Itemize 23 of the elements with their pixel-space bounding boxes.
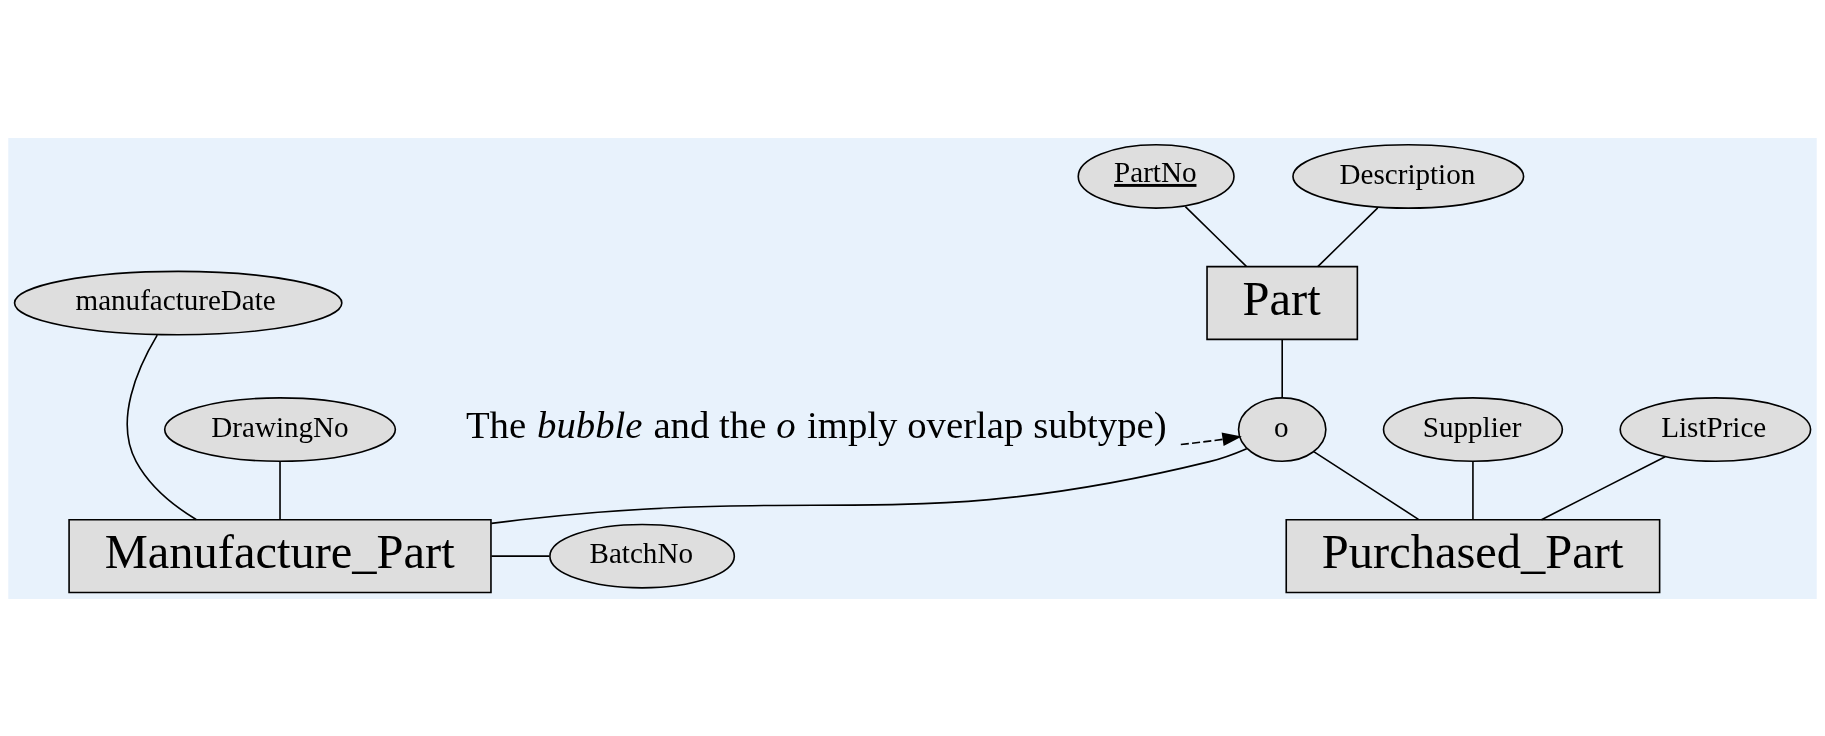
connector (279, 460, 281, 520)
node-ellipse: Description (1292, 143, 1525, 209)
connector (1281, 338, 1283, 398)
node-box: Part (1206, 265, 1359, 340)
connector (126, 333, 197, 520)
node-ellipse: o (1237, 396, 1327, 462)
connector (1472, 460, 1474, 520)
node-ellipse: BatchNo (549, 523, 736, 589)
node-box: Manufacture_Part (68, 518, 492, 593)
node-ellipse: DrawingNo (163, 396, 397, 462)
connector (1313, 450, 1420, 520)
connector (1540, 455, 1666, 520)
connector (1317, 206, 1379, 267)
node-box: Purchased_Part (1285, 518, 1661, 593)
connector (490, 447, 1248, 524)
connector (490, 554, 550, 557)
node-ellipse: ListPrice (1619, 396, 1812, 462)
node-ellipse: PartNo (1077, 143, 1235, 209)
arrow (1180, 432, 1242, 446)
node-text: The bubble and the o imply overlap subtype) (465, 402, 1167, 446)
node-ellipse: manufactureDate (13, 270, 343, 336)
node-ellipse: Supplier (1382, 396, 1564, 462)
connector (1184, 205, 1248, 267)
